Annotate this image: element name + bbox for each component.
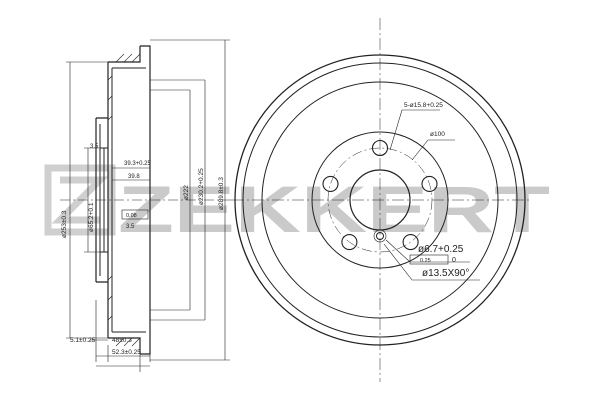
front-view — [232, 18, 530, 382]
extension-bottom — [95, 300, 151, 372]
leader-holes — [389, 109, 440, 151]
leader-center — [383, 243, 480, 281]
dim-thread: ø6.7+0.25 — [418, 244, 464, 255]
callout-depth: 3.5 — [126, 224, 135, 230]
dim-d-bore: ø289.8±0.3 — [218, 177, 225, 210]
dim-w-48: 48±0.3 — [112, 337, 132, 344]
drum-braking-surface — [261, 81, 499, 319]
dim-d-hub: ø65.2+0.1 — [88, 202, 95, 232]
drum-rim-step — [242, 62, 518, 338]
dim-pcd: ø100 — [430, 131, 445, 138]
dim-w-flange: 5.1±0.25 — [70, 337, 96, 344]
bolt-hole — [341, 234, 358, 251]
bolt-hole — [371, 139, 389, 157]
side-view-labels: ø253±0.3 ø65.2+0.1 3.5 ø222 ø230.2+0.25 … — [61, 144, 225, 356]
pitch-circle — [327, 147, 433, 253]
bolt-hole — [322, 175, 339, 192]
dim-holes: 5-ø15.8+0.25 — [404, 102, 443, 109]
dim-d-222: ø222 — [183, 185, 190, 200]
dim-line-depth — [112, 167, 150, 181]
extension-inner — [150, 89, 190, 311]
brand-name: ZEKKERT — [118, 172, 550, 246]
extension-left — [66, 61, 108, 339]
tolerance-box — [121, 209, 149, 220]
dim-depth-2: 39.8 — [128, 174, 140, 180]
front-view-labels: 5-ø15.8+0.25 ø100 ø6.7+0.25 0 0.25 ø13.5… — [404, 102, 469, 279]
extension-outer — [150, 39, 230, 361]
dim-d-230: ø230.2+0.25 — [198, 168, 205, 205]
dim-d-outer: ø253±0.3 — [61, 210, 68, 238]
shell-inner — [112, 67, 146, 333]
thread-hole-chamfer — [373, 229, 387, 243]
drum-outer-rim — [234, 54, 526, 346]
dim-bore-tol: 3.5 — [90, 144, 99, 150]
thread-callout-box — [409, 254, 449, 265]
dim-w-total: 52.3±0.25 — [112, 349, 141, 356]
extension-mid — [150, 79, 205, 321]
dim-center: ø13.5X90° — [422, 268, 469, 279]
hub-flange — [311, 131, 449, 269]
bolt-hole — [402, 234, 419, 251]
callout-position: 0.25 — [420, 258, 431, 264]
bolt-hole — [421, 175, 438, 192]
side-section-view — [60, 39, 235, 372]
dim-depth-1: 39.3+0.25 — [124, 161, 152, 167]
section-hatch — [107, 53, 141, 347]
dim-thread-tol: 0 — [452, 257, 456, 264]
leader-pcd — [411, 139, 455, 161]
thread-hole — [376, 232, 384, 240]
bolt-holes — [322, 139, 438, 251]
callout-tolerance: 0.08 — [126, 213, 137, 219]
